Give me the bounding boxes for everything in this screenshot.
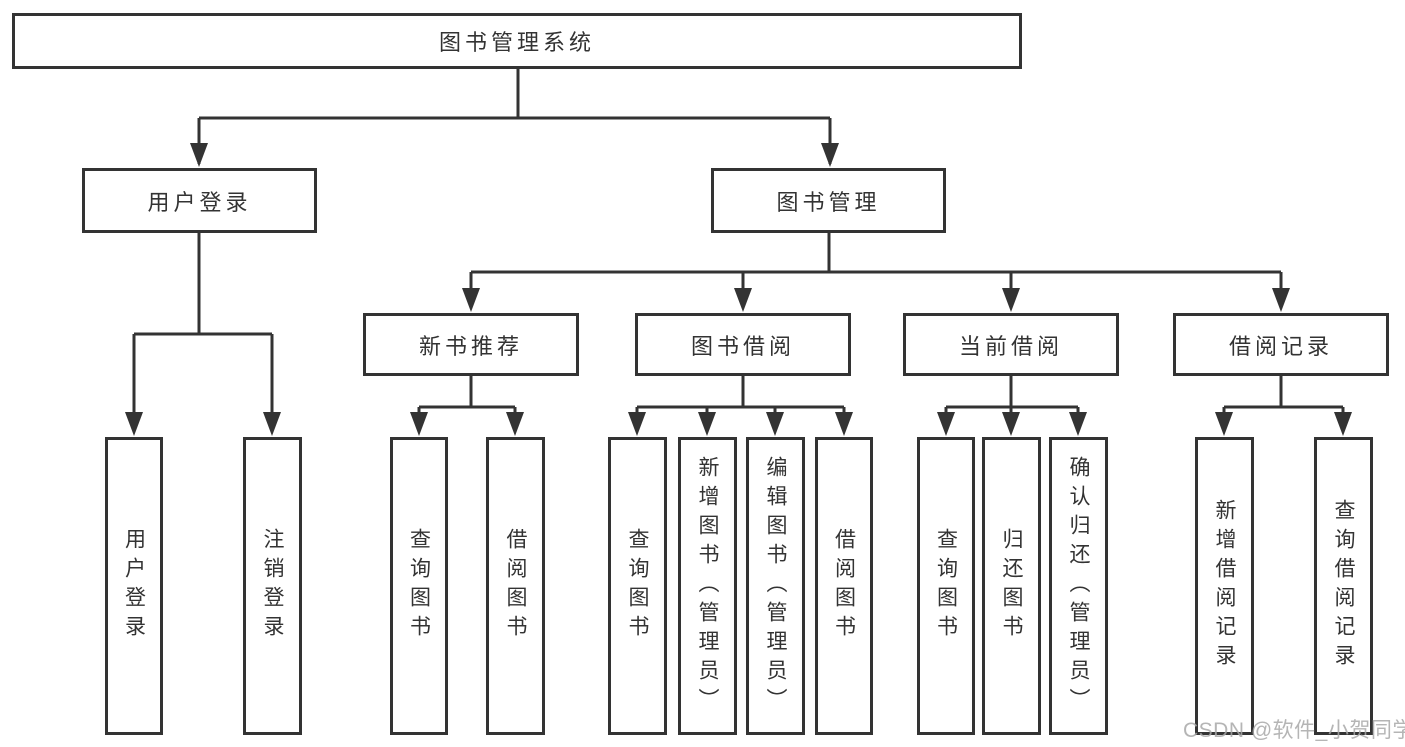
node-borrow-record-label: 借阅记录 xyxy=(1228,333,1333,359)
node-new-book-recommend: 新书推荐 xyxy=(363,313,579,376)
node-book-management: 图书管理 xyxy=(711,168,946,233)
connector-mgmt-to-level3 xyxy=(462,233,1290,312)
node-leaf-edit-book-admin-label: 编辑图书（管理员） xyxy=(764,455,787,717)
node-leaf-query-borrow-record-label: 查询借阅记录 xyxy=(1332,499,1355,673)
node-leaf-user-login-label: 用户登录 xyxy=(122,528,146,644)
node-current-borrow: 当前借阅 xyxy=(903,313,1119,376)
connector-login-to-leaves xyxy=(125,233,281,436)
node-leaf-return-book-label: 归还图书 xyxy=(1000,528,1023,644)
node-leaf-query-borrow-record: 查询借阅记录 xyxy=(1314,437,1373,735)
node-new-book-recommend-label: 新书推荐 xyxy=(418,333,523,359)
node-leaf-add-book-admin: 新增图书（管理员） xyxy=(678,437,737,735)
node-book-management-label: 图书管理 xyxy=(776,189,881,215)
node-root: 图书管理系统 xyxy=(12,13,1022,69)
connector-borrow-to-leaves xyxy=(628,376,853,436)
node-leaf-borrow-book-recommend-label: 借阅图书 xyxy=(504,528,527,644)
node-user-login-label: 用户登录 xyxy=(147,189,252,215)
connector-record-to-leaves xyxy=(1215,376,1352,436)
node-leaf-confirm-return-admin: 确认归还（管理员） xyxy=(1049,437,1108,735)
node-leaf-add-borrow-record-label: 新增借阅记录 xyxy=(1213,499,1236,673)
node-leaf-query-book-current: 查询图书 xyxy=(917,437,975,735)
node-user-login: 用户登录 xyxy=(82,168,317,233)
node-leaf-query-book-recommend: 查询图书 xyxy=(390,437,448,735)
node-leaf-borrow-book-label: 借阅图书 xyxy=(832,528,856,644)
node-leaf-user-login: 用户登录 xyxy=(105,437,163,735)
node-leaf-query-book-borrow: 查询图书 xyxy=(608,437,667,735)
connector-root-to-level2 xyxy=(190,69,839,167)
node-leaf-confirm-return-admin-label: 确认归还（管理员） xyxy=(1067,455,1090,717)
node-borrow-record: 借阅记录 xyxy=(1173,313,1389,376)
node-leaf-query-book-borrow-label: 查询图书 xyxy=(626,528,649,644)
node-leaf-borrow-book: 借阅图书 xyxy=(815,437,873,735)
node-leaf-borrow-book-recommend: 借阅图书 xyxy=(486,437,545,735)
node-root-label: 图书管理系统 xyxy=(438,30,595,55)
node-leaf-query-book-current-label: 查询图书 xyxy=(934,528,958,644)
node-leaf-add-book-admin-label: 新增图书（管理员） xyxy=(696,455,719,717)
node-leaf-logout: 注销登录 xyxy=(243,437,302,735)
node-leaf-edit-book-admin: 编辑图书（管理员） xyxy=(746,437,805,735)
connector-recommend-to-leaves xyxy=(410,376,524,436)
node-leaf-query-book-recommend-label: 查询图书 xyxy=(407,528,431,644)
node-leaf-add-borrow-record: 新增借阅记录 xyxy=(1195,437,1254,735)
node-book-borrow: 图书借阅 xyxy=(635,313,851,376)
node-leaf-logout-label: 注销登录 xyxy=(261,528,284,644)
csdn-watermark: CSDN @软件_小贺同学 xyxy=(1183,719,1405,742)
node-current-borrow-label: 当前借阅 xyxy=(958,333,1063,359)
connector-current-to-leaves xyxy=(937,376,1087,436)
node-leaf-return-book: 归还图书 xyxy=(982,437,1041,735)
node-book-borrow-label: 图书借阅 xyxy=(690,333,795,359)
